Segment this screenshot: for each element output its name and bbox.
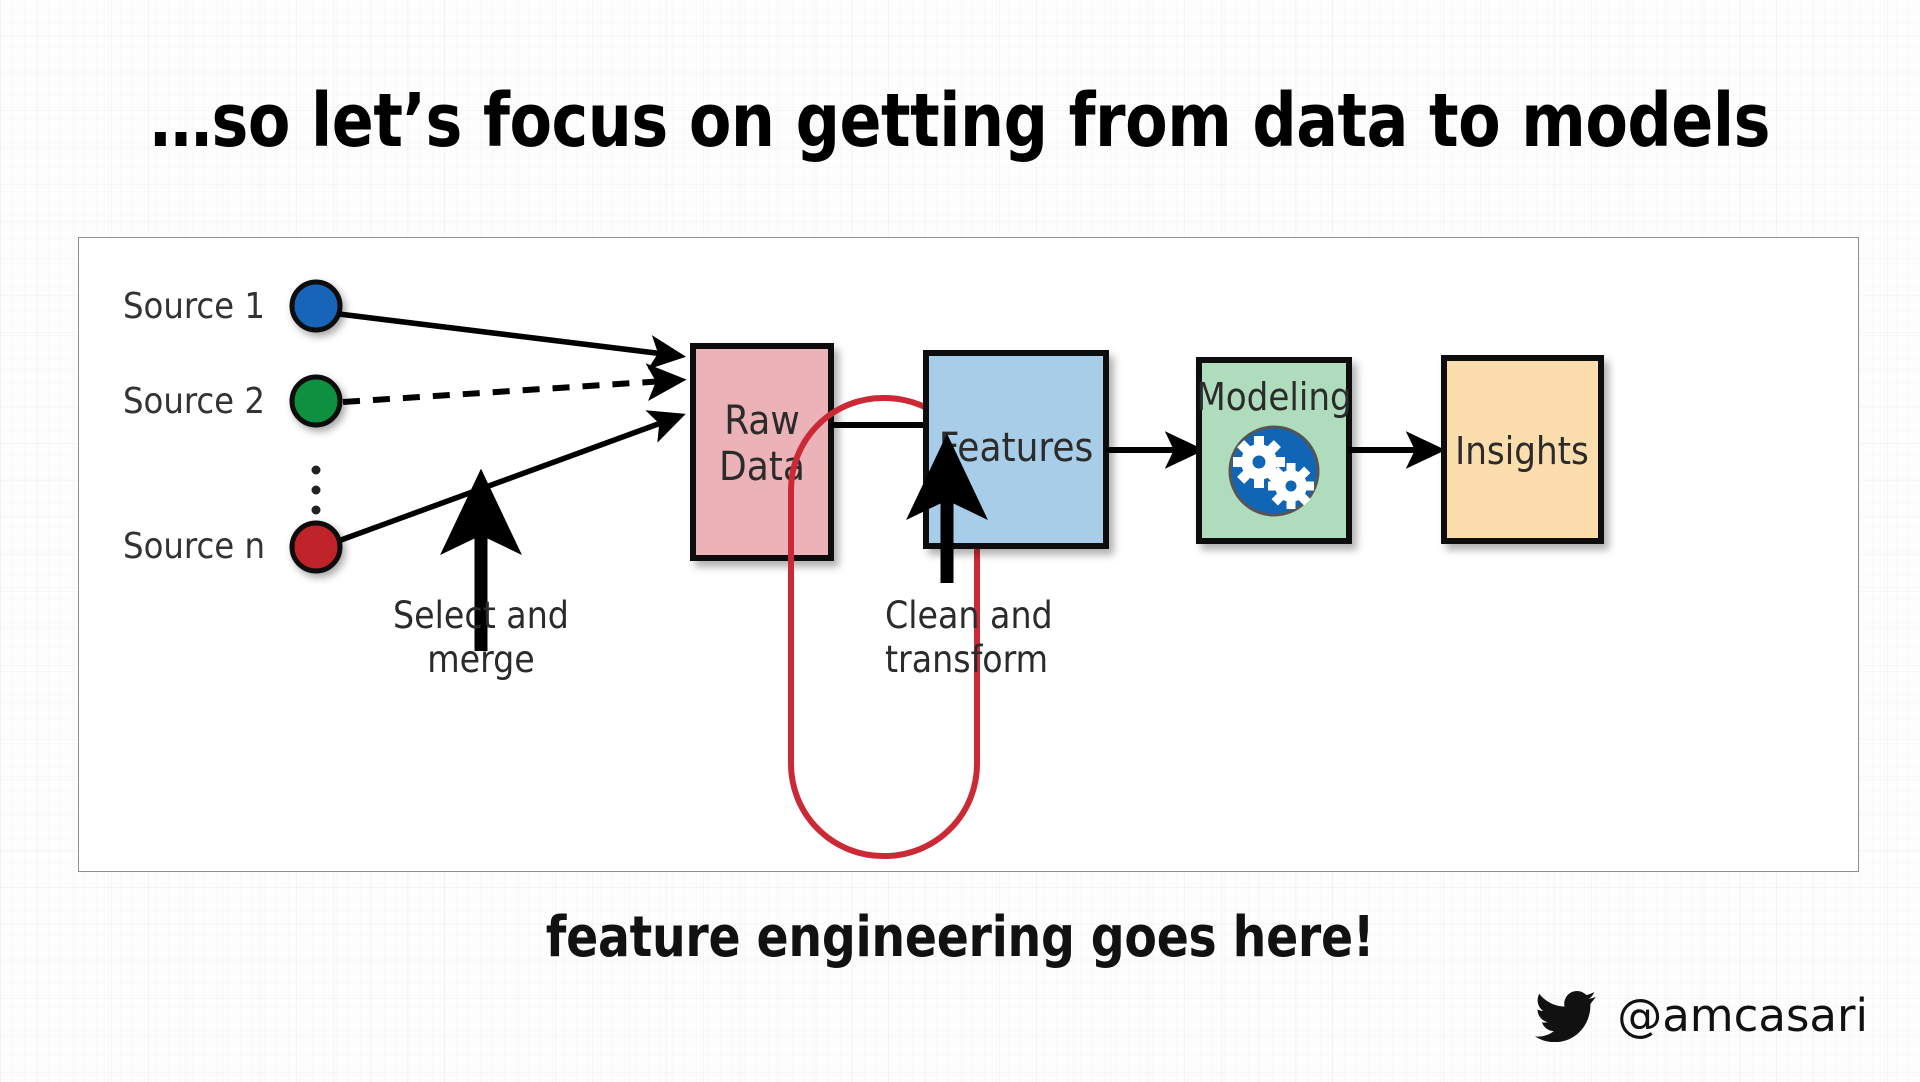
stage-label-features: Features <box>939 425 1093 471</box>
connector-source1-to-raw <box>338 311 687 370</box>
twitter-bird-icon <box>1535 990 1597 1042</box>
connector-source2-to-raw <box>342 363 687 405</box>
source-label-2: Source 2 <box>123 381 265 422</box>
source-node-n: Source n <box>123 520 343 574</box>
stage-box-insights: Insights <box>1441 355 1604 544</box>
feature-engineering-highlight <box>788 395 980 859</box>
source-label-1: Source 1 <box>123 286 265 327</box>
annotation-label-clean-and-transform-line1: Clean and <box>885 594 1053 637</box>
annotation-label-select-and-merge-line1: Select and <box>393 594 569 637</box>
slide-caption: feature engineering goes here! <box>545 905 1375 970</box>
pipeline-diagram: Source 1 Source 2 Source n Raw Data <box>123 279 1604 859</box>
stage-box-modeling: Modeling <box>1196 357 1352 544</box>
diagram-frame: Source 1 Source 2 Source n Raw Data <box>78 237 1859 872</box>
page-title: …so let’s focus on getting from data to … <box>150 78 1770 164</box>
stage-label-insights: Insights <box>1455 429 1589 473</box>
source-ellipsis <box>311 465 321 515</box>
gears-icon <box>1228 425 1320 517</box>
credit-row: @amcasari <box>1535 990 1868 1042</box>
source-label-n: Source n <box>123 526 265 567</box>
source-node-1: Source 1 <box>123 279 343 333</box>
connector-sourcen-to-raw <box>340 410 686 543</box>
stage-label-modeling: Modeling <box>1196 375 1352 419</box>
stage-box-raw-data: Raw Data <box>690 343 834 561</box>
source-node-2: Source 2 <box>123 374 343 428</box>
annotation-label-clean-and-transform-line2: transform <box>885 638 1048 681</box>
annotation-label-select-and-merge-line2: merge <box>427 638 535 681</box>
stage-label-raw-data-line1: Raw <box>724 398 800 444</box>
twitter-handle: @amcasari <box>1617 989 1868 1042</box>
